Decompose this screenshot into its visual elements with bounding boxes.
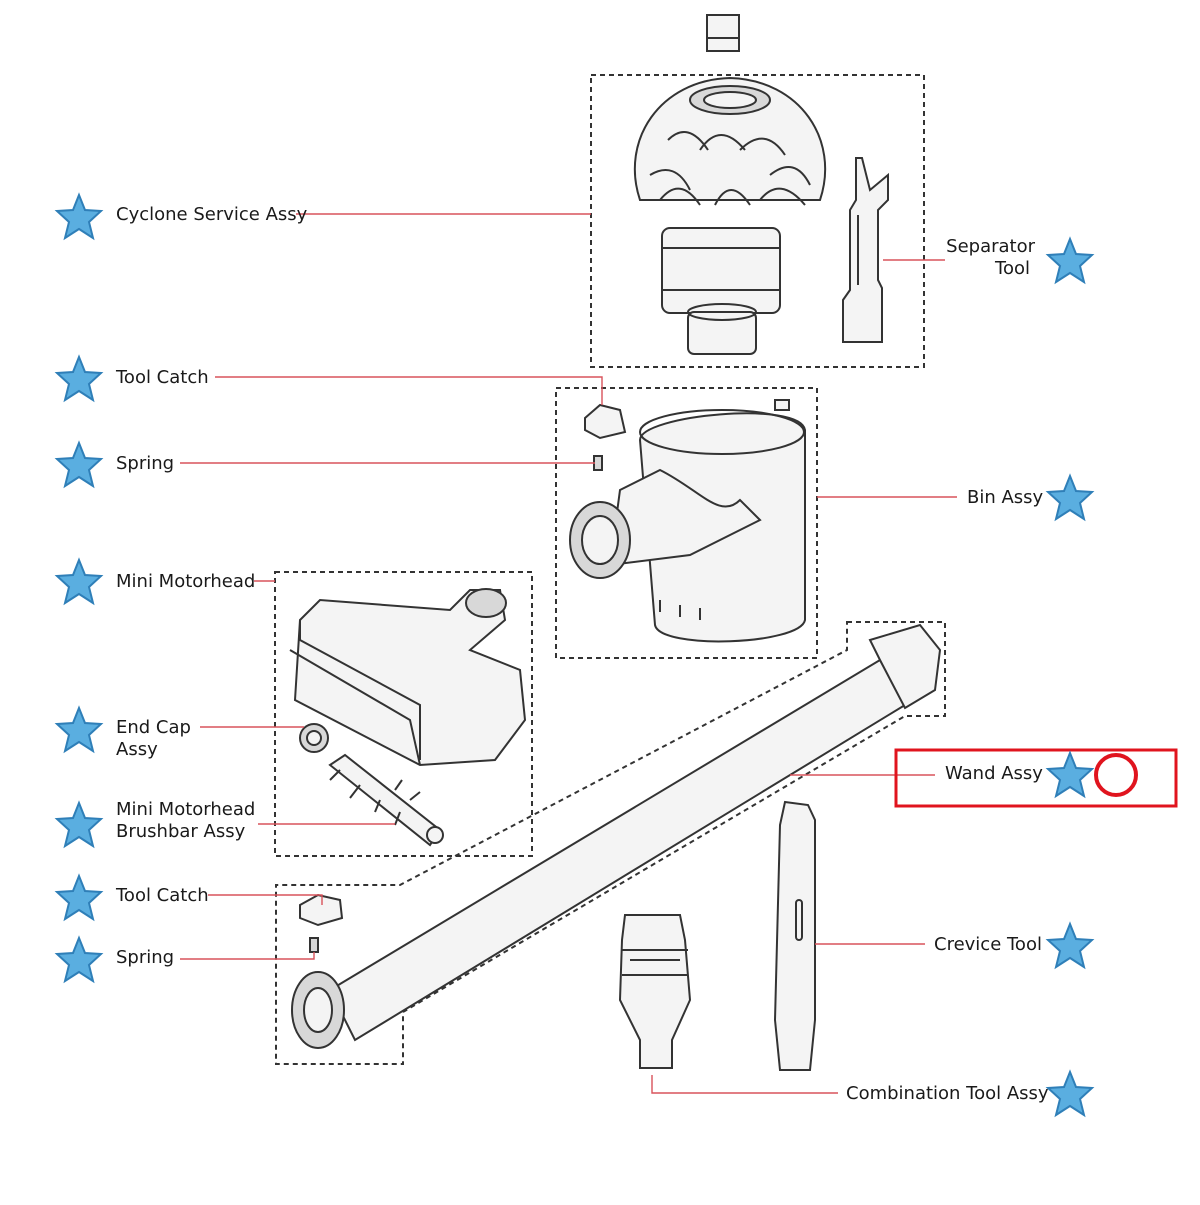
label-spring-1: Spring: [116, 453, 175, 474]
bin-drawing: [569, 399, 806, 643]
wand-highlight-box: [894, 748, 1178, 808]
star-icon: [54, 354, 104, 403]
motorhead-drawing: [289, 588, 527, 847]
label-end-cap-line2: Assy: [116, 739, 158, 760]
leader-lines: [180, 213, 957, 1094]
cyclone-drawing: [633, 76, 827, 355]
crevice-tool-drawing: [773, 800, 816, 1071]
wand-group-outline: [275, 621, 946, 1065]
separator-tool-drawing: [842, 157, 889, 343]
star-icon: [54, 873, 104, 922]
star-icon: [54, 557, 104, 606]
star-icon: [1045, 473, 1095, 522]
label-separator-tool-line1: Separator: [946, 236, 1035, 257]
label-tool-catch-2: Tool Catch: [116, 885, 209, 906]
motorhead-group-box: [274, 571, 533, 857]
circle-icon: [1094, 753, 1138, 797]
star-icon: [1045, 1069, 1095, 1118]
star-icon: [54, 192, 104, 241]
label-cyclone-service-assy: Cyclone Service Assy: [116, 204, 308, 225]
label-brushbar-line1: Mini Motorhead: [116, 799, 256, 820]
label-wand-assy: Wand Assy: [945, 763, 1043, 784]
label-mini-motorhead: Mini Motorhead: [116, 571, 256, 592]
label-tool-catch-1: Tool Catch: [116, 367, 209, 388]
wand-drawing: [291, 623, 942, 1049]
star-icon: [54, 800, 104, 849]
star-icon: [1045, 750, 1095, 799]
top-tube: [706, 14, 740, 52]
star-icon: [54, 935, 104, 984]
cyclone-group-box: [590, 74, 925, 368]
label-bin-assy: Bin Assy: [967, 487, 1044, 508]
label-crevice-tool: Crevice Tool: [934, 934, 1042, 955]
label-combination-tool-assy: Combination Tool Assy: [846, 1083, 1049, 1104]
bin-group-box: [555, 387, 818, 659]
label-spring-2: Spring: [116, 947, 175, 968]
label-end-cap-line1: End Cap: [116, 717, 191, 738]
label-brushbar-line2: Brushbar Assy: [116, 821, 246, 842]
star-icon: [54, 440, 104, 489]
star-icon: [1045, 921, 1095, 970]
combination-tool-drawing: [618, 914, 692, 1069]
star-icon: [1045, 236, 1095, 285]
label-separator-tool-line2: Tool: [995, 258, 1030, 279]
star-icon: [54, 705, 104, 754]
